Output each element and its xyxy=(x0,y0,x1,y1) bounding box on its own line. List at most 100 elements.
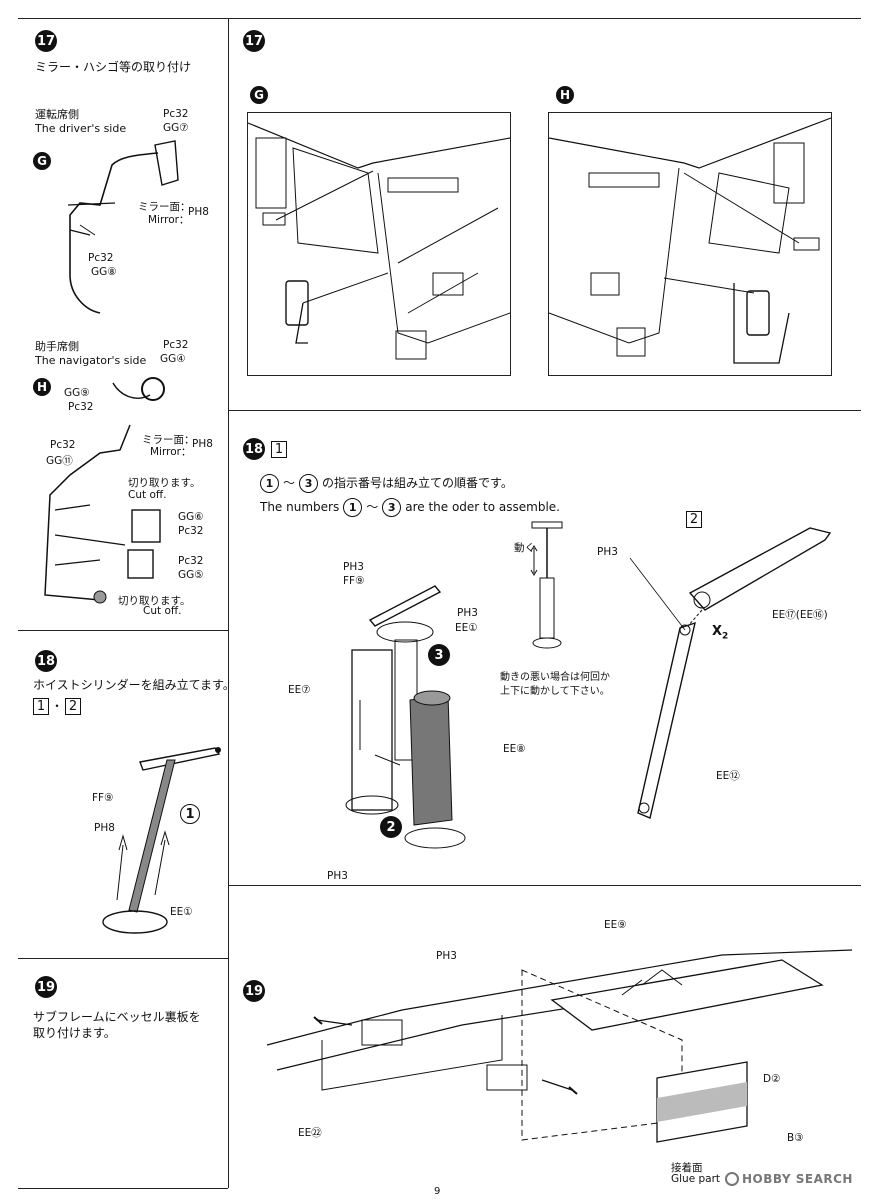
cut-off-jp: 切り取ります。 xyxy=(118,595,191,607)
part-ee8: EE⑧ xyxy=(503,743,526,755)
part-ph3: PH3 xyxy=(343,561,364,573)
watermark-logo-icon xyxy=(725,1172,739,1186)
navigator-side-en: The navigator's side xyxy=(35,354,147,367)
part-ee12: EE⑫ xyxy=(716,770,740,782)
order-note-en: The numbers 1 ～ 3 are the oder to assemb… xyxy=(260,498,560,517)
part-gg6: GG⑥ xyxy=(178,511,204,523)
page-number: 9 xyxy=(434,1186,441,1197)
part-pc32: Pc32 xyxy=(178,525,204,537)
part-ee9: EE⑨ xyxy=(604,919,627,931)
top-border xyxy=(18,18,861,20)
order-tilde-en: ～ xyxy=(366,500,379,514)
hoist-cylinder-assembly-drawing xyxy=(345,585,466,849)
order-text-jp: の指示番号は組み立ての順番です。 xyxy=(322,476,513,490)
part-ee1: EE① xyxy=(170,906,193,918)
step-18-right-badge: 18 xyxy=(243,438,265,460)
part-gg9: GG⑨ xyxy=(64,387,90,399)
step-19-badge: 19 xyxy=(35,976,57,998)
part-gg5: GG⑤ xyxy=(178,569,204,581)
step-17-title: ミラー・ハシゴ等の取り付け xyxy=(35,60,192,74)
vertical-divider xyxy=(228,18,230,1188)
letter-g-badge: G xyxy=(33,152,51,170)
part-ph3: PH3 xyxy=(436,950,457,962)
part-b3: B③ xyxy=(787,1132,804,1144)
mirror-face-jp: ミラー面： xyxy=(142,434,195,446)
watermark: HOBBY SEARCH xyxy=(725,1172,853,1186)
part-ff9: FF⑨ xyxy=(343,575,365,587)
order-en-prefix: The numbers xyxy=(260,500,340,514)
driver-side-jp: 運転席側 xyxy=(35,108,79,121)
part-pc32: Pc32 xyxy=(163,339,189,351)
divider-18-19-left xyxy=(18,958,228,959)
part-ph8: PH8 xyxy=(192,438,213,450)
step-17-badge: 17 xyxy=(35,30,57,52)
part-ee22: EE㉒ xyxy=(298,1127,322,1139)
watermark-text: HOBBY SEARCH xyxy=(742,1172,853,1186)
step-18-right-box: 1 xyxy=(271,440,287,458)
part-pc32: Pc32 xyxy=(68,401,94,413)
mirror-face-en: Mirror： xyxy=(148,214,190,226)
mirror-face-en: Mirror： xyxy=(150,446,192,458)
order-from-badge-en: 1 xyxy=(343,498,363,517)
part-ph3: PH3 xyxy=(327,870,348,882)
panel-g-badge: G xyxy=(250,86,268,104)
box-2-label: 2 xyxy=(686,511,702,528)
divider-18-19-right xyxy=(229,885,861,886)
step-19-title-line1: サブフレームにベッセル裏板を xyxy=(33,1010,201,1024)
step-19-right-badge: 19 xyxy=(243,980,265,1002)
moving-cylinder-drawing xyxy=(530,521,563,649)
subframe-assembly-drawing xyxy=(266,949,853,1143)
cut-off-jp: 切り取ります。 xyxy=(128,477,201,489)
panel-h-badge: H xyxy=(556,86,574,104)
x2-marker: X2 xyxy=(712,624,728,642)
panel-h-cab-drawing xyxy=(548,112,832,376)
order-note-jp: 1 ～ 3 の指示番号は組み立ての順番です。 xyxy=(260,474,513,493)
navigator-ladder-drawing xyxy=(44,377,165,604)
step-19-title-line2: 取り付けます。 xyxy=(33,1026,116,1040)
sub-step-2: 2 xyxy=(380,816,402,838)
box-separator: ・ xyxy=(51,699,64,713)
part-ee1: EE① xyxy=(455,622,478,634)
mirror-face-jp: ミラー面： xyxy=(138,201,191,213)
panel-g-cab-drawing xyxy=(247,112,511,376)
part-pc32: Pc32 xyxy=(163,108,189,120)
hoist-cylinder-small-drawing xyxy=(102,747,221,934)
order-en-suffix: are the oder to assemble. xyxy=(405,500,560,514)
step-18-badge: 18 xyxy=(35,650,57,672)
part-ee7: EE⑦ xyxy=(288,684,311,696)
x-sub: 2 xyxy=(722,631,729,642)
part-ph8: PH8 xyxy=(188,206,209,218)
step-18-boxes: 1 ・ 2 xyxy=(33,698,82,715)
sub-step-3: 3 xyxy=(428,644,450,666)
move-note-line2: 上下に動かして下さい。 xyxy=(500,686,610,697)
glue-part-jp: 接着面 xyxy=(671,1162,703,1174)
x-label: X xyxy=(712,624,723,639)
order-from-badge: 1 xyxy=(260,474,279,493)
move-label: 動く xyxy=(514,542,535,554)
part-gg7: GG⑦ xyxy=(163,122,189,134)
part-gg4: GG④ xyxy=(160,353,186,365)
part-ph3: PH3 xyxy=(597,546,618,558)
step-17-right-badge: 17 xyxy=(243,30,265,52)
driver-mirror-drawing xyxy=(67,140,179,314)
box-2: 2 xyxy=(65,698,82,715)
part-d2: D② xyxy=(763,1073,781,1085)
divider-17-18-left xyxy=(18,630,228,631)
part-ph8: PH8 xyxy=(94,822,115,834)
divider-17-18-right xyxy=(229,410,861,411)
part-ee17-ee16: EE⑰(EE⑯) xyxy=(772,609,828,621)
cut-off-en: Cut off. xyxy=(128,489,167,501)
part-pc32: Pc32 xyxy=(50,439,76,451)
navigator-side-jp: 助手席側 xyxy=(35,340,79,353)
part-gg11: GG⑪ xyxy=(46,455,73,467)
move-note-line1: 動きの悪い場合は何回か xyxy=(500,672,610,683)
box-1: 1 xyxy=(33,698,49,715)
step-18-title: ホイストシリンダーを組み立てます。 xyxy=(33,678,235,692)
cut-off-en: Cut off. xyxy=(143,605,182,617)
driver-side-en: The driver's side xyxy=(35,122,127,135)
part-pc32: Pc32 xyxy=(178,555,204,567)
step-18-right-header: 18 1 xyxy=(243,438,287,460)
letter-h-badge: H xyxy=(33,378,51,396)
order-tilde: ～ xyxy=(283,476,296,490)
order-to-badge-en: 3 xyxy=(382,498,402,517)
